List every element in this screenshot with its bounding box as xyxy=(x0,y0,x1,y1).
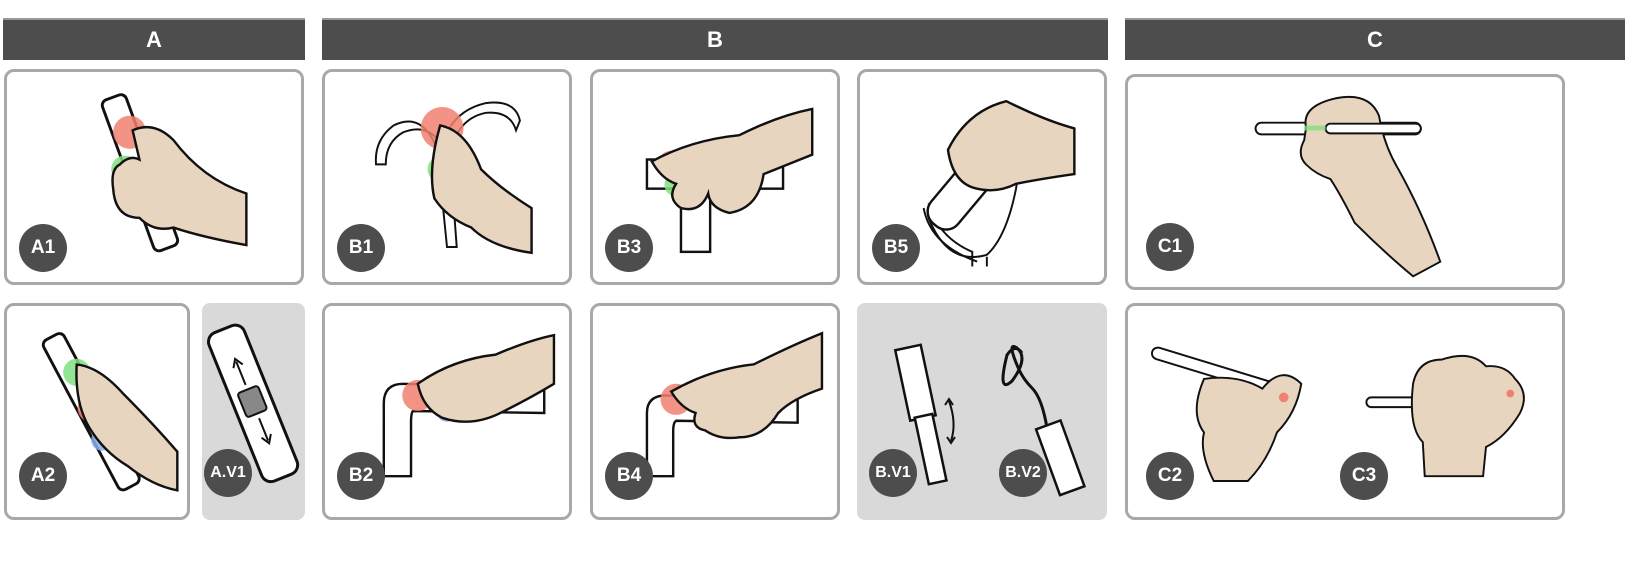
column-header-c-label: C xyxy=(1367,27,1383,52)
label-badge-bv2: B.V2 xyxy=(999,449,1047,497)
label-badge-c2: C2 xyxy=(1146,452,1194,500)
variant-av1-illustration xyxy=(207,323,300,484)
label-badge-a1: A1 xyxy=(19,224,67,272)
label-badge-b2: B2 xyxy=(337,452,385,500)
column-header-b-label: B xyxy=(707,27,723,52)
label-badge-bv1: B.V1 xyxy=(869,449,917,497)
label-badge-av1: A.V1 xyxy=(204,449,252,497)
column-header-a-label: A xyxy=(146,27,162,52)
grip-b4-illustration xyxy=(645,331,824,478)
grip-a1-illustration xyxy=(100,93,248,253)
grip-c2-c3-illustration xyxy=(1150,346,1525,482)
label-badge-c3: C3 xyxy=(1340,452,1388,500)
label-badge-b1: B1 xyxy=(337,224,385,272)
panel-b3: B3 xyxy=(590,69,840,285)
panel-bv1-bv2: B.V1 B.V2 xyxy=(857,303,1107,520)
label-badge-b5: B5 xyxy=(872,224,920,272)
grip-b1-illustration xyxy=(374,101,533,255)
variant-bv-illustration xyxy=(893,343,1087,497)
grip-b5-illustration xyxy=(922,99,1076,267)
panel-c2-c3: C2 C3 xyxy=(1125,303,1565,520)
label-badge-a2: A2 xyxy=(19,452,67,500)
label-badge-b4: B4 xyxy=(605,452,653,500)
column-header-b: B xyxy=(322,18,1108,60)
label-badge-b3: B3 xyxy=(605,224,653,272)
grip-c1-illustration xyxy=(1254,95,1442,278)
panel-c1: C1 xyxy=(1125,74,1565,290)
panel-av1: A.V1 xyxy=(202,303,305,520)
column-header-c: C xyxy=(1125,18,1625,60)
grip-a2-illustration xyxy=(41,332,179,492)
panel-a1: A1 xyxy=(4,69,304,285)
panel-b1: B1 xyxy=(322,69,572,285)
panel-b5: B5 xyxy=(857,69,1107,285)
label-badge-c1: C1 xyxy=(1146,223,1194,271)
grip-b2-illustration xyxy=(382,333,556,478)
panel-b4: B4 xyxy=(590,303,840,520)
column-header-a: A xyxy=(3,18,305,60)
panel-b2: B2 xyxy=(322,303,572,520)
panel-a2: A2 xyxy=(4,303,190,520)
grip-b3-illustration xyxy=(645,107,814,254)
